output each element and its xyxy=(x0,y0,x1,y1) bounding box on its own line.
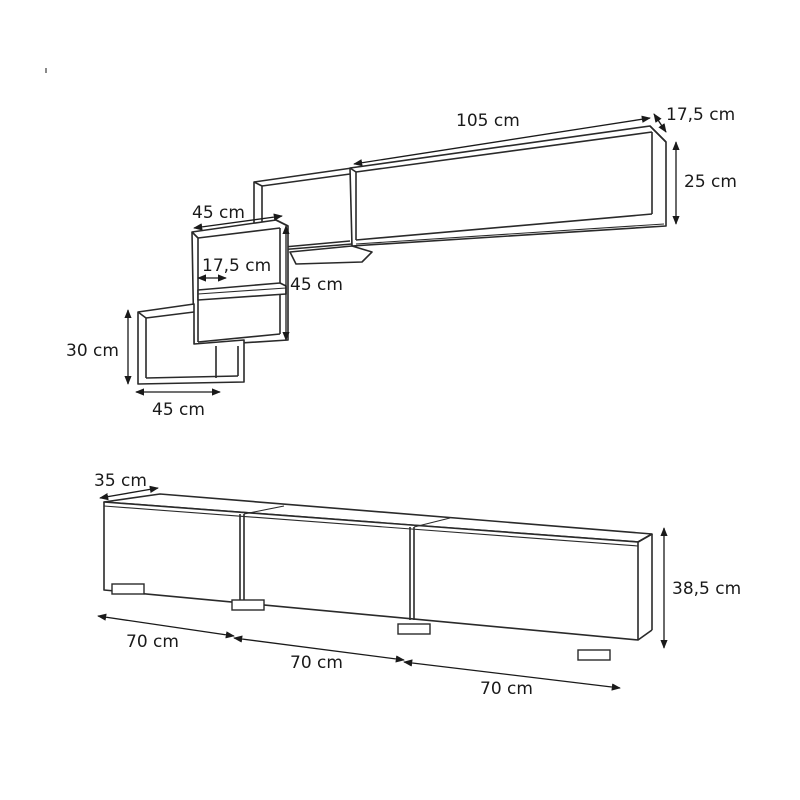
label-long-shelf-width: 105 cm xyxy=(456,111,520,131)
dim-line-105 xyxy=(353,115,651,167)
label-middle-cube-width: 45 cm xyxy=(192,203,245,223)
dim-line-45-top xyxy=(193,213,283,231)
foot-2 xyxy=(231,599,265,611)
wall-unit: 105 cm 17,5 cm 25 cm 45 cm 17,5 cm 45 cm… xyxy=(66,105,737,420)
foot-4 xyxy=(577,649,611,661)
label-middle-cube-height: 45 cm xyxy=(290,275,343,295)
dim-line-70-1 xyxy=(97,613,235,639)
label-small-cube-width: 45 cm xyxy=(152,400,205,420)
foot-3 xyxy=(397,623,431,635)
label-tv-stand-depth: 35 cm xyxy=(94,471,147,491)
tv-stand: 35 cm 38,5 cm 70 cm 70 cm 70 cm xyxy=(94,471,741,699)
panel-ledge xyxy=(289,245,373,265)
tv-stand-body xyxy=(103,501,639,641)
dim-line-70-3 xyxy=(403,659,621,691)
label-middle-cube-inner-depth: 17,5 cm xyxy=(202,256,271,276)
label-module-width-3: 70 cm xyxy=(480,679,533,699)
label-module-width-1: 70 cm xyxy=(126,632,179,652)
foot-1 xyxy=(111,583,145,595)
dim-line-70-2 xyxy=(233,635,405,663)
label-long-shelf-height: 25 cm xyxy=(684,172,737,192)
label-module-width-2: 70 cm xyxy=(290,653,343,673)
dim-line-35 xyxy=(99,485,159,501)
label-long-shelf-depth: 17,5 cm xyxy=(666,105,735,125)
label-small-cube-height: 30 cm xyxy=(66,341,119,361)
label-tv-stand-height: 38,5 cm xyxy=(672,579,741,599)
long-shelf-panel xyxy=(349,125,667,247)
middle-cube xyxy=(191,219,289,347)
dim-line-17-5-top xyxy=(653,113,667,133)
small-cube xyxy=(137,303,245,385)
